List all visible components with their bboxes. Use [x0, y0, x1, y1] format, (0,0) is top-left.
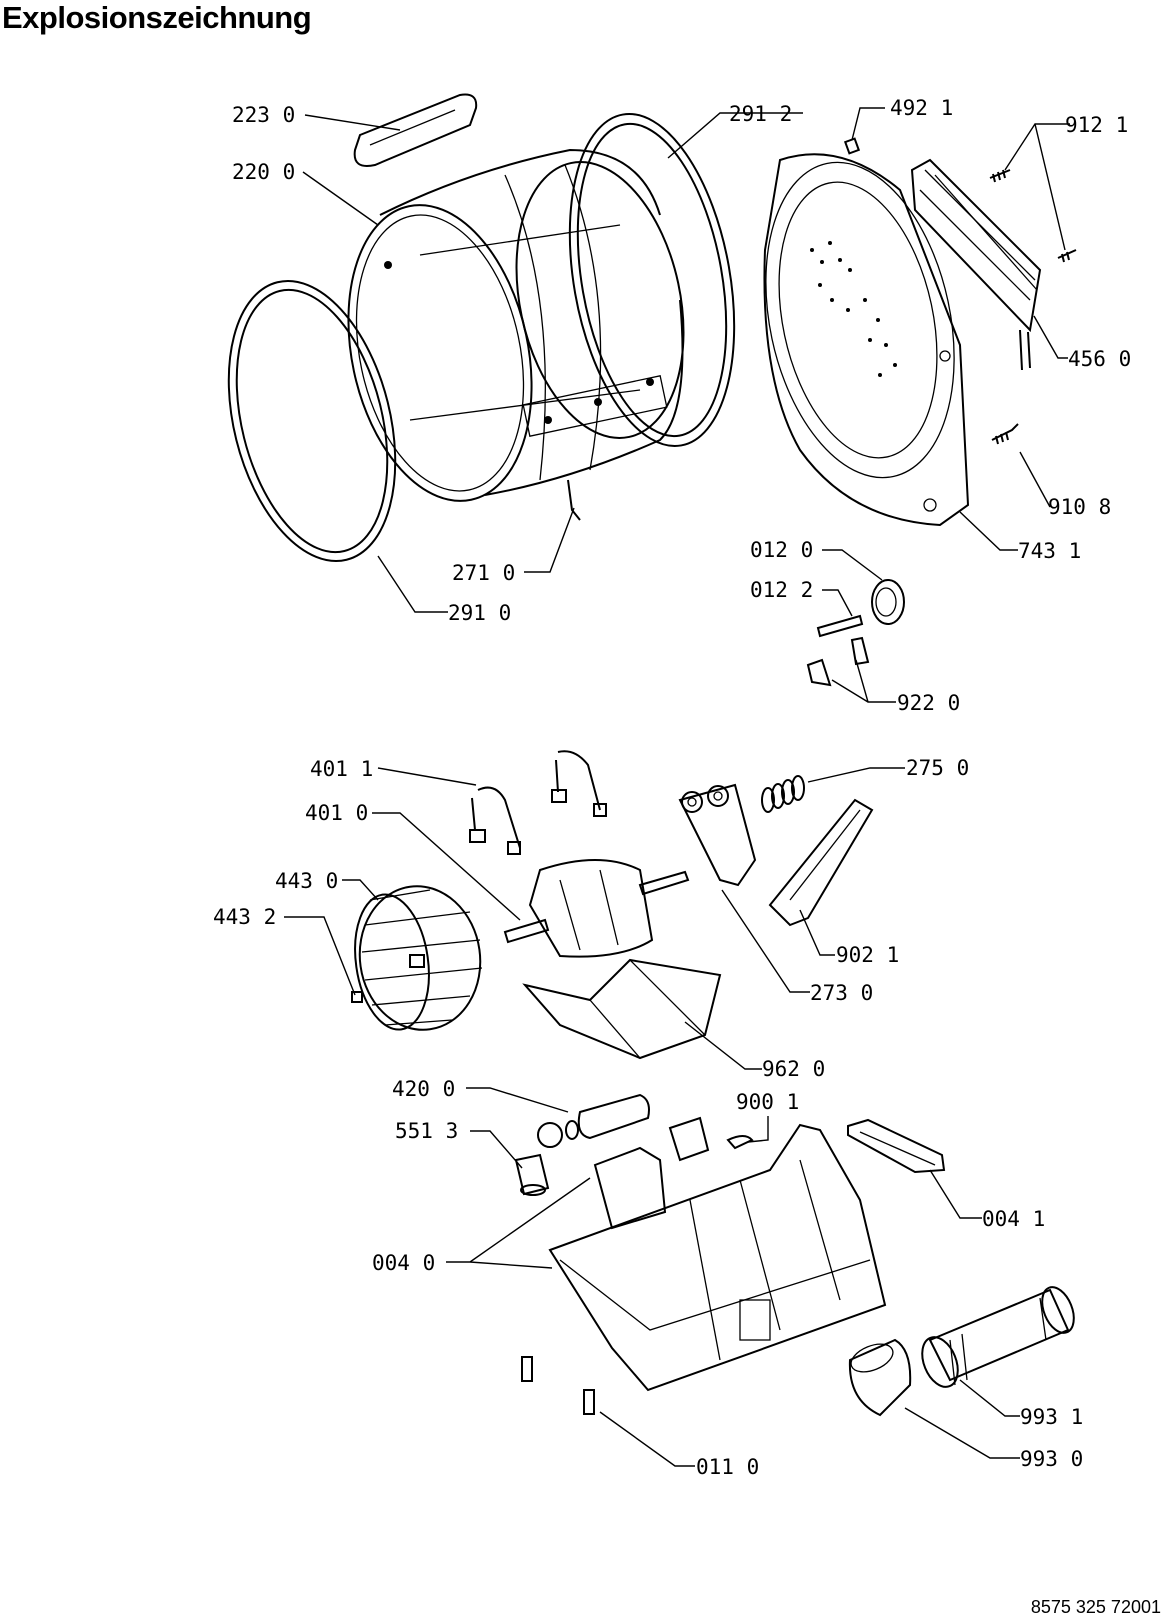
page-title: Explosionszeichnung	[2, 0, 312, 35]
label-220-0: 220 0	[232, 160, 295, 184]
part-feet	[521, 1356, 595, 1415]
part-capacitor	[514, 1093, 650, 1196]
part-hose	[848, 1286, 1075, 1417]
part-spring	[761, 775, 805, 813]
part-frame-004-1	[847, 1118, 946, 1174]
part-bracket	[768, 798, 874, 927]
label-401-1: 401 1	[310, 757, 373, 781]
part-screws	[989, 169, 1077, 263]
label-004-0: 004 0	[372, 1251, 435, 1275]
label-456-0: 456 0	[1068, 347, 1131, 371]
part-front-drum-seal	[227, 279, 397, 563]
label-993-1: 993 1	[1020, 1405, 1083, 1429]
part-fan-wheel	[351, 885, 483, 1031]
label-291-2: 291 2	[729, 102, 792, 126]
part-motor	[503, 859, 690, 958]
label-912-1: 912 1	[1065, 113, 1128, 137]
part-heater-element	[910, 158, 1042, 371]
part-drum	[347, 148, 685, 521]
label-962-0: 962 0	[762, 1057, 825, 1081]
label-275-0: 275 0	[906, 756, 969, 780]
part-motor-brushes	[469, 750, 607, 855]
part-belt-tensioner	[678, 783, 757, 887]
label-420-0: 420 0	[392, 1077, 455, 1101]
document-number: 8575 325 72001	[1030, 1597, 1161, 1617]
label-011-0: 011 0	[696, 1455, 759, 1479]
label-271-0: 271 0	[452, 561, 515, 585]
label-551-3: 551 3	[395, 1119, 458, 1143]
part-cover-plate	[522, 958, 722, 1060]
label-443-0: 443 0	[275, 869, 338, 893]
label-004-1: 004 1	[982, 1207, 1045, 1231]
label-902-1: 902 1	[836, 943, 899, 967]
label-012-0: 012 0	[750, 538, 813, 562]
label-291-0: 291 0	[448, 601, 511, 625]
part-clip	[843, 137, 861, 155]
part-base-housing	[548, 1116, 887, 1392]
label-993-0: 993 0	[1020, 1447, 1083, 1471]
label-443-2: 443 2	[213, 905, 276, 929]
part-rear-wall	[763, 153, 970, 527]
part-clip-900	[726, 1135, 754, 1150]
label-910-8: 910 8	[1048, 495, 1111, 519]
part-labels: 223 0 220 0 291 2 492 1 912 1 456 0 910 …	[213, 96, 1131, 1479]
part-roller	[816, 579, 905, 638]
part-screw-910	[991, 423, 1019, 445]
label-922-0: 922 0	[897, 691, 960, 715]
label-223-0: 223 0	[232, 103, 295, 127]
part-handle	[353, 93, 478, 167]
label-900-1: 900 1	[736, 1090, 799, 1114]
label-012-2: 012 2	[750, 578, 813, 602]
leader-lines	[284, 107, 1070, 1467]
label-273-0: 273 0	[810, 981, 873, 1005]
label-401-0: 401 0	[305, 801, 368, 825]
part-retaining-rings	[806, 636, 870, 687]
label-743-1: 743 1	[1018, 539, 1081, 563]
part-rear-drum-seal	[568, 112, 736, 448]
label-492-1: 492 1	[890, 96, 953, 120]
